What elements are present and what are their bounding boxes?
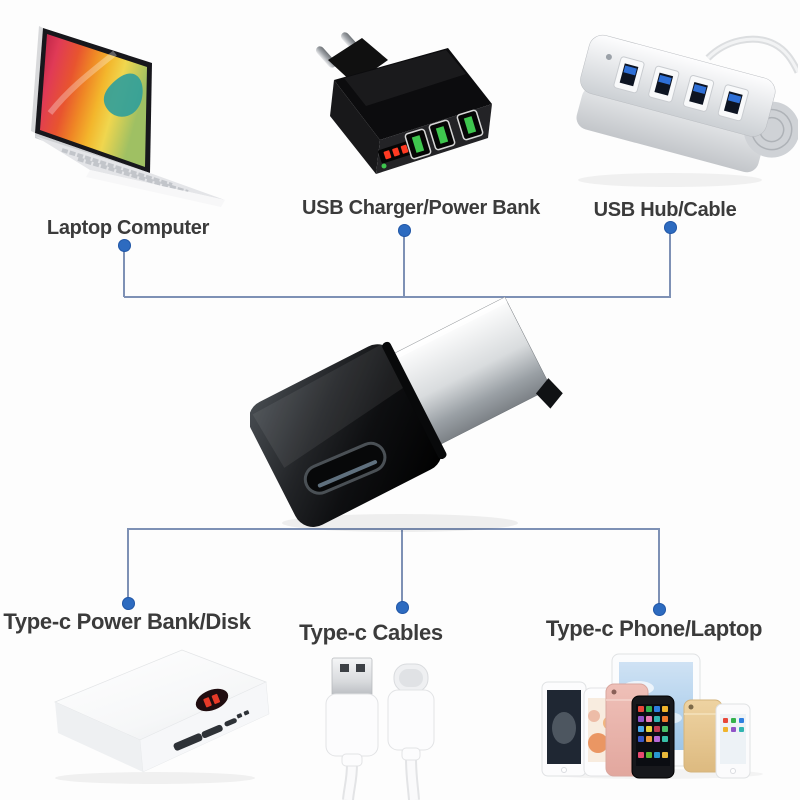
hub-usb-ports — [613, 56, 749, 122]
adapter-usb-a-notch — [535, 378, 563, 409]
charger-status-led — [381, 163, 387, 169]
connector-dot-laptop — [118, 239, 131, 252]
powerbank-ports — [173, 710, 250, 751]
label-laptop-computer: Laptop Computer — [46, 217, 210, 239]
powerbank-display — [195, 688, 229, 712]
connector-dot-charger — [398, 224, 411, 237]
label-type-c-cables: Type-c Cables — [299, 620, 443, 645]
usb-hub-image — [576, 34, 798, 187]
usb-a-cable — [325, 657, 379, 800]
phones-group-image — [541, 653, 763, 779]
connector-dot-hub — [664, 221, 677, 234]
connector-dot-powerbank — [122, 597, 135, 610]
usb-charger-image — [315, 32, 492, 174]
laptop-keys — [61, 148, 189, 194]
charger-plug-base — [328, 38, 388, 84]
powerbank-front-face — [55, 702, 143, 772]
phone-black — [631, 695, 675, 779]
label-usb-hub: USB Hub/Cable — [593, 199, 737, 221]
connector-top-vertical-hub — [669, 227, 671, 297]
charger-led-display — [378, 140, 414, 164]
phone-white-gold — [715, 703, 751, 779]
cables-image — [325, 657, 435, 800]
connector-bottom-vertical-powerbank — [127, 528, 129, 603]
adapter-image — [250, 296, 563, 532]
hub-led — [605, 54, 612, 61]
laptop-screen — [40, 34, 147, 167]
label-type-c-phone: Type-c Phone/Laptop — [545, 616, 763, 641]
adapter-body — [250, 344, 442, 527]
label-usb-charger: USB Charger/Power Bank — [302, 197, 540, 219]
connector-dot-cables — [396, 601, 409, 614]
charger-top-face — [334, 48, 492, 140]
connector-top-horizontal — [124, 296, 671, 298]
app-icons — [638, 706, 668, 758]
connector-bottom-horizontal — [128, 528, 660, 530]
adapter-type-c-port — [303, 441, 387, 495]
connector-bottom-vertical-cables — [401, 528, 403, 607]
connector-dot-phone — [653, 603, 666, 616]
laptop-front-edge — [86, 170, 225, 207]
laptop-screen-art-leaf — [103, 73, 143, 117]
hub-base — [576, 86, 765, 173]
connector-bottom-vertical-phone — [658, 528, 660, 609]
laptop-lid-rim — [31, 26, 43, 133]
charger-left-face — [330, 80, 380, 174]
laptop-image — [31, 26, 225, 207]
laptop-keyboard-deck — [35, 136, 225, 200]
tablet-mini — [541, 681, 587, 777]
power-bank-image — [54, 649, 270, 784]
type-c-cable — [387, 663, 435, 800]
connector-top-vertical-charger — [403, 230, 405, 297]
charger-usb-ports — [404, 109, 484, 160]
connector-top-vertical-laptop — [123, 245, 125, 297]
laptop-screen-art-streak — [47, 50, 117, 115]
label-type-c-power-bank: Type-c Power Bank/Disk — [3, 609, 251, 634]
usb-a-plug — [331, 657, 373, 697]
